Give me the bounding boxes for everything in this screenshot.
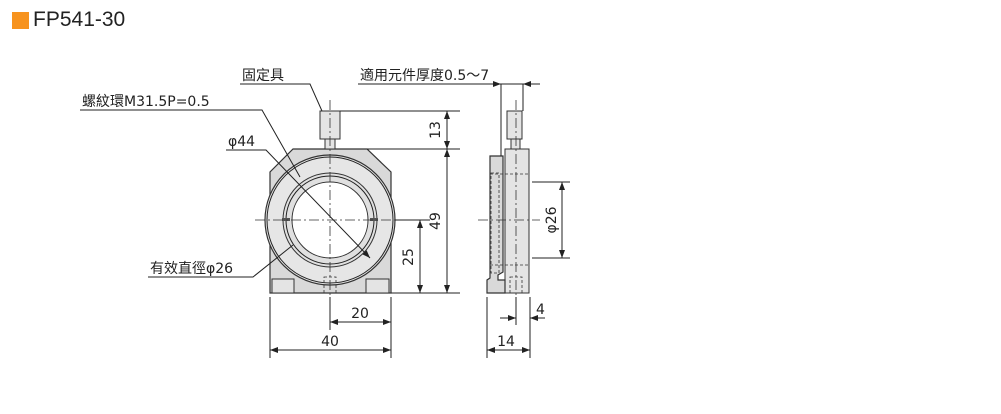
dim-center-height: 25 (401, 248, 417, 266)
dim-half-width: 20 (351, 306, 369, 322)
dim-side-offset: 4 (536, 302, 545, 318)
dim-body-height: 49 (428, 212, 444, 230)
title-marker-icon (12, 11, 29, 29)
front-dimensions: 13 49 25 20 40 (269, 110, 460, 358)
leader-fixture (240, 83, 323, 112)
front-view (255, 100, 410, 300)
side-dimensions: φ26 4 14 (486, 81, 570, 358)
left-foot (271, 278, 295, 294)
right-foot (365, 278, 390, 294)
label-fixture: 固定具 (242, 68, 284, 84)
ring-slot-right (370, 218, 378, 221)
leader-retaining-ring (80, 109, 301, 178)
side-knob-stem (510, 138, 521, 150)
dim-width: 40 (321, 334, 339, 350)
label-element-thickness: 適用元件厚度0.5～7 (360, 67, 489, 84)
dim-depth: 14 (497, 334, 515, 350)
side-view (478, 100, 540, 300)
hidden-ring-outline (490, 172, 500, 274)
side-plate (486, 155, 506, 294)
ring-slot-left (282, 218, 290, 221)
callouts: 固定具 螺紋環M31.5P=0.5 φ44 有效直徑φ26 適用元件厚度0.5～… (80, 67, 540, 278)
title-block: FP541-30 (12, 8, 125, 32)
model-title: FP541-30 (33, 8, 126, 31)
dim-knob-height: 13 (428, 121, 444, 139)
label-effective-diameter: 有效直徑φ26 (150, 260, 233, 277)
side-knob (506, 110, 523, 140)
leader-effective-diameter (148, 244, 294, 278)
leader-outer-diameter (226, 149, 371, 259)
label-outer-diameter: φ44 (228, 134, 255, 150)
side-body (504, 148, 530, 294)
dim-side-aperture: φ26 (544, 206, 560, 233)
label-retaining-ring: 螺紋環M31.5P=0.5 (82, 94, 210, 110)
